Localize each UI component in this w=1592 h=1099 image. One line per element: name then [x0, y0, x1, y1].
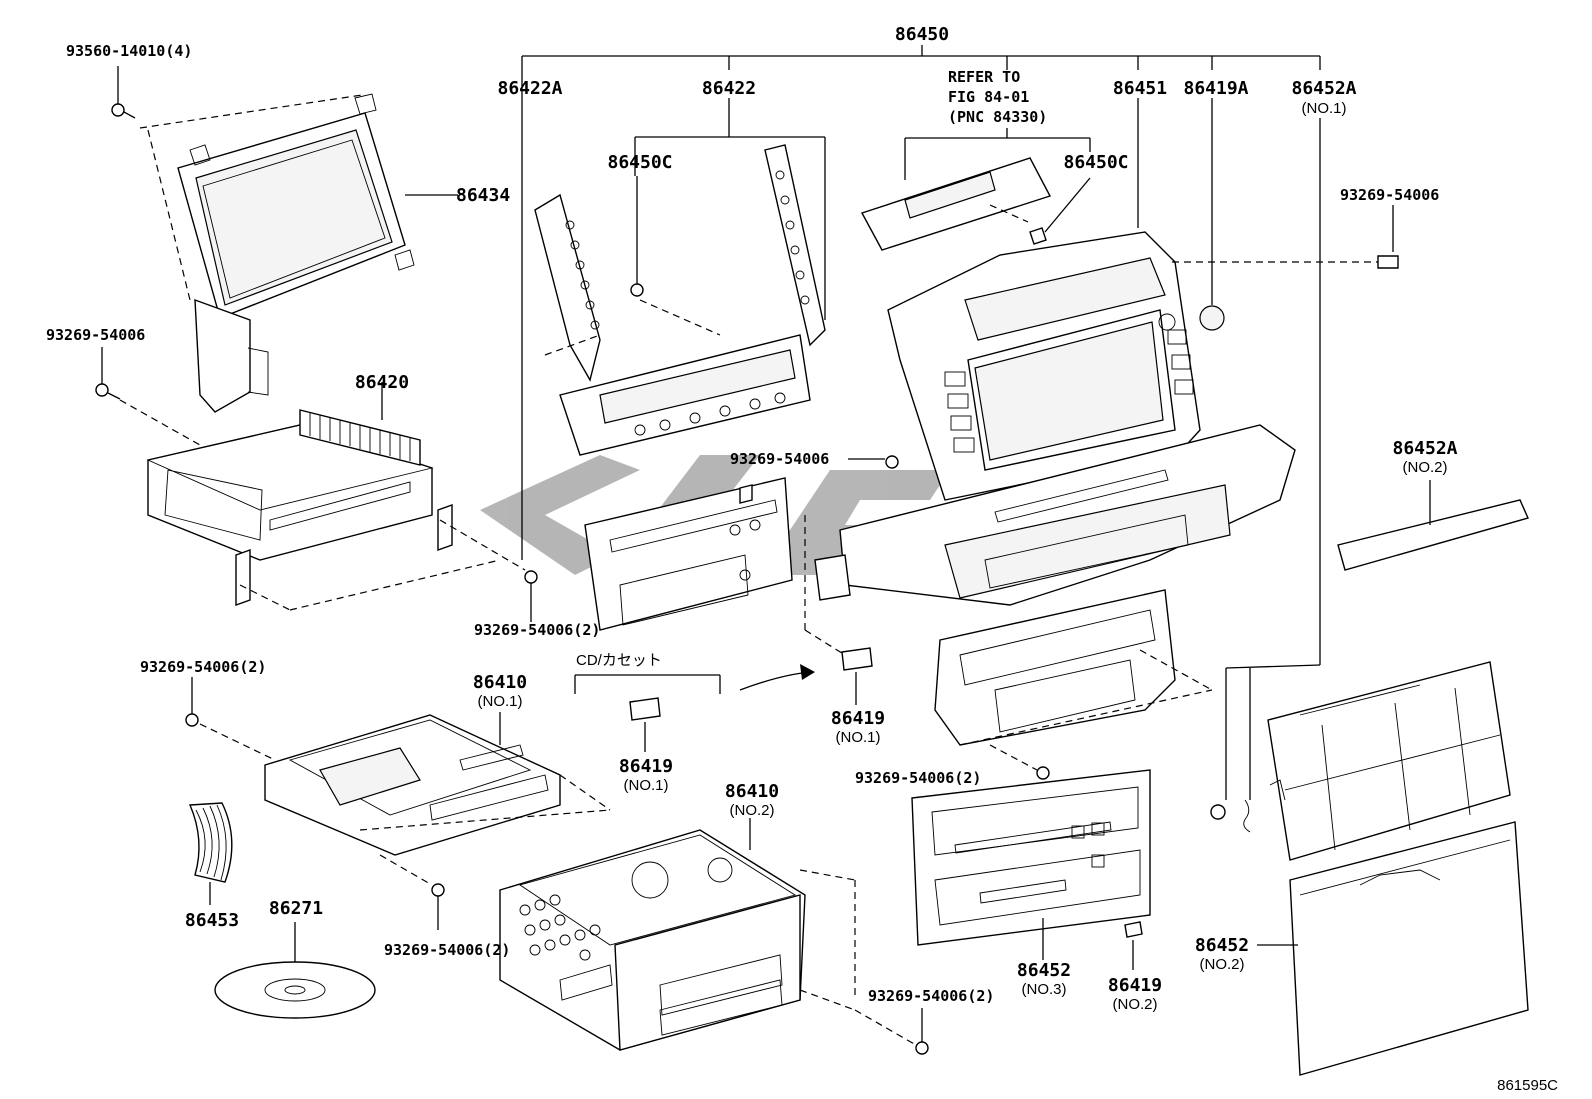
- label-86410-no2: 86410: [725, 781, 779, 802]
- button-86419-c: [1124, 921, 1143, 970]
- clip-86450C: [630, 176, 1091, 297]
- display-unit-86434: [177, 93, 458, 413]
- mechanism-86410-no1: [264, 712, 611, 856]
- label-86450C-left: 86450C: [607, 152, 672, 173]
- label-93269-54006-center: 93269-54006: [730, 450, 829, 468]
- label-86452A-no2-sub: (NO.2): [1403, 459, 1448, 476]
- label-93269-54006-left: 93269-54006: [46, 326, 145, 344]
- cable-86453: [188, 802, 233, 905]
- main-panel-86451: [814, 231, 1380, 746]
- label-86410-no1-sub: (NO.1): [478, 693, 523, 710]
- label-86419-b: 86419: [831, 708, 885, 729]
- door-86452-no1: [1267, 661, 1511, 861]
- disc-86271: [214, 922, 376, 1019]
- refer-line-1: REFER TO: [948, 68, 1020, 86]
- label-86422: 86422: [702, 78, 756, 99]
- label-93269-54006-2-a: 93269-54006(2): [474, 621, 600, 639]
- label-86452-no2-sub: (NO.2): [1200, 956, 1245, 973]
- label-86452-no3-sub: (NO.3): [1022, 981, 1067, 998]
- label-86419-a: 86419: [619, 756, 673, 777]
- label-cd-cassette: CD/カセット: [576, 652, 662, 669]
- panel-plate: [584, 477, 793, 631]
- bolt-93269-left: [95, 347, 201, 446]
- bolt-93269-2-a: [239, 519, 538, 622]
- label-86451: 86451: [1113, 78, 1167, 99]
- label-93269-54006-2-d: 93269-54006(2): [855, 769, 981, 787]
- mechanism-86410-no2: [499, 818, 856, 1051]
- bolt-93269-right: [1377, 205, 1399, 269]
- label-86452-no3: 86452: [1017, 960, 1071, 981]
- bolt-93269-2-d: [989, 744, 1050, 780]
- label-86453: 86453: [185, 910, 239, 931]
- label-86422A: 86422A: [497, 78, 562, 99]
- label-86419-c-sub: (NO.2): [1113, 996, 1158, 1013]
- label-86450: 86450: [895, 24, 949, 45]
- label-86452A-no2: 86452A: [1392, 438, 1457, 459]
- refer-line-2: FIG 84-01: [948, 88, 1029, 106]
- label-86410-no1: 86410: [473, 672, 527, 693]
- assembly-bracket: [521, 45, 1321, 665]
- label-86419-c: 86419: [1108, 975, 1162, 996]
- label-93269-54006-2-c: 93269-54006(2): [384, 941, 510, 959]
- figure-code: 861595C: [1497, 1077, 1558, 1094]
- label-86419-a-sub: (NO.1): [624, 777, 669, 794]
- label-86271: 86271: [269, 898, 323, 919]
- bolt-93269-2-c: [379, 854, 445, 930]
- refer-line-3: (PNC 84330): [948, 108, 1047, 126]
- bolt-side-right: [1210, 664, 1321, 833]
- label-93269-54006-2-e: 93269-54006(2): [868, 987, 994, 1005]
- trim-86452A: [1337, 480, 1529, 571]
- label-93560-14010: 93560-14010(4): [66, 42, 192, 60]
- label-93269-54006-2-b: 93269-54006(2): [140, 658, 266, 676]
- bolt-93560: [111, 66, 363, 301]
- label-86452-no2: 86452: [1195, 935, 1249, 956]
- labels: 86450 86422A 86422 REFER TO FIG 84-01 (P…: [46, 24, 1558, 1094]
- label-86452A-no1-sub: (NO.1): [1302, 100, 1347, 117]
- cover-86452-no3: [911, 769, 1151, 960]
- unit-86420: [146, 382, 453, 606]
- bolt-93269-2-e: [854, 1008, 929, 1055]
- label-93269-54006-right: 93269-54006: [1340, 186, 1439, 204]
- button-86419-b: [804, 510, 873, 705]
- label-86410-no2-sub: (NO.2): [730, 802, 775, 819]
- label-86419-b-sub: (NO.1): [836, 729, 881, 746]
- cd-cassette-bracket: [574, 664, 815, 694]
- button-86419-a: [629, 697, 661, 752]
- label-86434: 86434: [456, 185, 510, 206]
- label-86452A-no1: 86452A: [1291, 78, 1356, 99]
- bolt-93269-center: [848, 455, 899, 469]
- bolt-93269-2-b: [185, 677, 276, 761]
- label-86450C-right: 86450C: [1063, 152, 1128, 173]
- label-86419A: 86419A: [1183, 78, 1248, 99]
- door-86452-no2: [1257, 821, 1529, 1076]
- panel-86422: [534, 144, 826, 456]
- knob-86419A: [1199, 305, 1225, 331]
- switch-84330: [860, 157, 1052, 251]
- label-86420: 86420: [355, 372, 409, 393]
